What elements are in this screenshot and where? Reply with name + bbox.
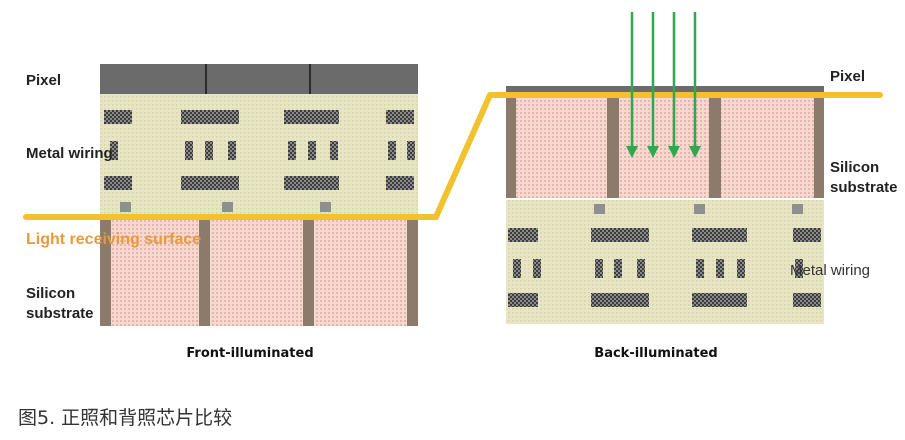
front-metal-pad bbox=[386, 110, 414, 124]
front-metal-pad bbox=[181, 110, 239, 124]
front-metal-pad bbox=[104, 176, 132, 190]
back-metal-pad bbox=[508, 228, 538, 242]
light-receiving-surface-line bbox=[23, 92, 883, 220]
front-silicon-label: Silicon bbox=[26, 285, 75, 302]
front-metal-pad bbox=[288, 141, 296, 160]
back-wiring-layer bbox=[506, 200, 824, 324]
front-metal-pad bbox=[110, 141, 118, 160]
back-metal-pad bbox=[696, 259, 704, 278]
front-substrate-label: substrate bbox=[26, 305, 94, 322]
front-via bbox=[120, 202, 131, 212]
front-metal-pad bbox=[228, 141, 236, 160]
front-pixel-bar bbox=[100, 64, 418, 94]
back-metal-pad bbox=[793, 228, 821, 242]
back-metal-pad bbox=[795, 259, 803, 278]
figure-caption: 图5. 正照和背照芯片比较 bbox=[18, 407, 232, 429]
back-pixel-label: Pixel bbox=[830, 68, 865, 85]
front-metal-pad bbox=[205, 141, 213, 160]
light-arrow-icon bbox=[668, 12, 680, 158]
front-pixel-label: Pixel bbox=[26, 72, 61, 89]
light-receiving-surface-label: Light receiving surface bbox=[26, 231, 201, 248]
back-illuminated-structure bbox=[506, 86, 824, 324]
back-metal-pad bbox=[595, 259, 603, 278]
back-silicon-substrate bbox=[506, 94, 824, 198]
back-metal-pad bbox=[591, 228, 649, 242]
back-pixel-bar bbox=[506, 86, 824, 94]
back-metal-pad bbox=[692, 228, 747, 242]
front-metal-pad bbox=[330, 141, 338, 160]
back-pillar bbox=[709, 94, 721, 198]
front-metal-pad bbox=[181, 176, 239, 190]
back-metal-pad bbox=[614, 259, 622, 278]
incident-light-arrows bbox=[626, 12, 701, 158]
front-silicon-substrate bbox=[100, 216, 418, 326]
front-illuminated-structure bbox=[100, 64, 418, 326]
front-pixel-divider bbox=[205, 64, 207, 94]
front-metal-wiring-label: Metal wiring bbox=[26, 145, 113, 162]
back-metal-pad bbox=[591, 293, 649, 307]
back-metal-pad bbox=[637, 259, 645, 278]
light-arrow-icon bbox=[626, 12, 638, 158]
back-via bbox=[694, 204, 705, 214]
back-metal-pad bbox=[533, 259, 541, 278]
light-arrow-icon bbox=[647, 12, 659, 158]
back-metal-pad bbox=[508, 293, 538, 307]
front-pixel-divider bbox=[309, 64, 311, 94]
back-substrate-label: substrate bbox=[830, 179, 898, 196]
front-metal-pad bbox=[386, 176, 414, 190]
back-metal-wiring-label: Metal wiring bbox=[790, 262, 870, 279]
light-arrow-icon bbox=[689, 12, 701, 158]
back-pillar bbox=[607, 94, 619, 198]
front-metal-pad bbox=[407, 141, 415, 160]
front-pillar bbox=[407, 216, 418, 326]
back-illuminated-caption: Back-illuminated bbox=[594, 346, 717, 361]
back-metal-pad bbox=[716, 259, 724, 278]
front-pillar bbox=[303, 216, 314, 326]
front-metal-pad bbox=[388, 141, 396, 160]
front-via bbox=[320, 202, 331, 212]
back-pillar bbox=[814, 94, 824, 198]
front-illuminated-caption: Front-illuminated bbox=[186, 346, 313, 361]
back-metal-pad bbox=[513, 259, 521, 278]
front-via bbox=[222, 202, 233, 212]
back-metal-pad bbox=[793, 293, 821, 307]
front-pillar bbox=[100, 216, 111, 326]
back-metal-pad bbox=[692, 293, 747, 307]
back-via bbox=[594, 204, 605, 214]
front-pillar bbox=[199, 216, 210, 326]
front-metal-pad bbox=[185, 141, 193, 160]
front-metal-pad bbox=[308, 141, 316, 160]
back-silicon-label: Silicon bbox=[830, 159, 879, 176]
back-metal-pad bbox=[737, 259, 745, 278]
front-metal-pad bbox=[104, 110, 132, 124]
front-metal-pad bbox=[284, 176, 339, 190]
back-pillar bbox=[506, 94, 516, 198]
front-metal-pad bbox=[284, 110, 339, 124]
front-wiring-layer bbox=[100, 94, 418, 216]
back-via bbox=[792, 204, 803, 214]
